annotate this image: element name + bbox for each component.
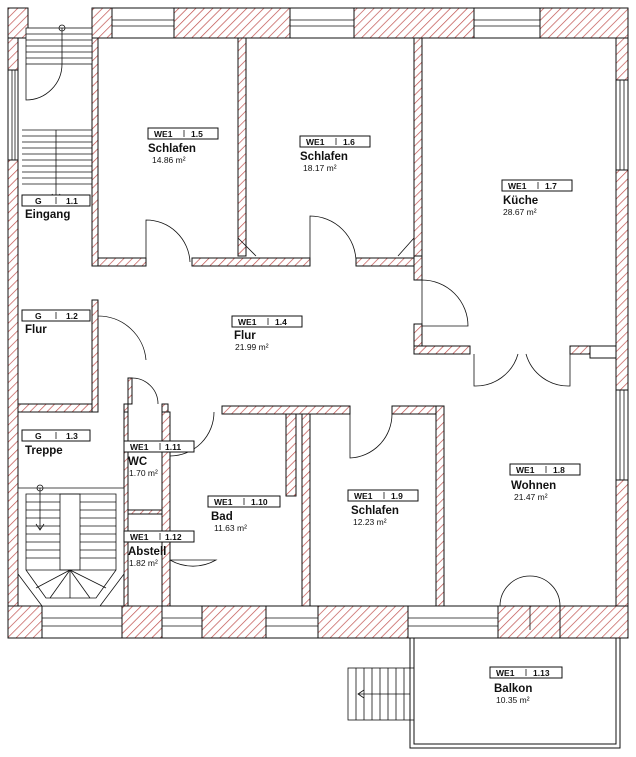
room-label-1-10: WE1 1.10 Bad 11.63 m² (207, 495, 281, 533)
room-area: 28.67 m² (503, 207, 537, 217)
room-label-1-8: WE1 1.8 Wohnen 21.47 m² (509, 463, 581, 502)
room-code-left: WE1 (508, 181, 527, 191)
window-lines (11, 19, 625, 627)
room-code-left: WE1 (214, 497, 233, 507)
room-code-left: G (35, 196, 42, 206)
room-code-right: 1.4 (275, 317, 287, 327)
room-code-right: 1.11 (165, 442, 181, 452)
room-code-right: 1.5 (191, 129, 203, 139)
room-code-right: 1.7 (545, 181, 557, 191)
room-code-right: 1.6 (343, 137, 355, 147)
room-label-1-4: WE1 1.4 Flur 21.99 m² (231, 315, 303, 352)
room-code-right: 1.1 (66, 196, 78, 206)
room-name: Balkon (494, 683, 532, 695)
room-label-1-12: WE1 1.12 Abstell 1.82 m² (123, 530, 195, 568)
room-code-left: G (35, 311, 42, 321)
room-labels: WE1 1.5 Schlafen 14.86 m² WE1 1.6 Schlaf… (21, 127, 581, 705)
room-label-1-1: G 1.1 Eingang (21, 194, 91, 221)
room-code-right: 1.2 (66, 311, 78, 321)
room-area: 11.63 m² (214, 523, 247, 533)
room-code-right: 1.10 (251, 497, 268, 507)
exterior-walls (7, 7, 629, 639)
door-swings (97, 215, 571, 630)
room-label-1-2: G 1.2 Flur (21, 309, 91, 336)
room-code-left: WE1 (154, 129, 173, 139)
room-label-1-6: WE1 1.6 Schlafen 18.17 m² (299, 135, 371, 173)
room-area: 18.17 m² (303, 163, 337, 173)
room-label-1-9: WE1 1.9 Schlafen 12.23 m² (347, 489, 419, 527)
room-name: Treppe (25, 445, 63, 457)
room-label-1-11: WE1 1.11 WC 1.70 m² (123, 440, 195, 478)
room-code-left: WE1 (238, 317, 257, 327)
room-name: Flur (25, 324, 47, 336)
room-name: Schlafen (351, 505, 399, 517)
room-code-left: WE1 (130, 532, 149, 542)
room-code-left: WE1 (516, 465, 535, 475)
room-name: WC (128, 456, 147, 468)
room-area: 12.23 m² (353, 517, 387, 527)
room-area: 1.82 m² (129, 558, 158, 568)
room-code-right: 1.12 (165, 532, 182, 542)
room-code-left: G (35, 431, 42, 441)
room-area: 1.70 m² (129, 468, 158, 478)
room-name: Schlafen (300, 151, 348, 163)
room-label-1-7: WE1 1.7 Küche 28.67 m² (501, 179, 573, 217)
stair-top (22, 24, 93, 201)
room-code-left: WE1 (354, 491, 373, 501)
room-name: Schlafen (148, 143, 196, 155)
room-code-right: 1.13 (533, 668, 550, 678)
room-label-1-3: G 1.3 Treppe (21, 429, 91, 457)
stair-balcony (347, 667, 415, 721)
room-name: Wohnen (511, 480, 556, 492)
room-code-left: WE1 (130, 442, 149, 452)
room-area: 21.47 m² (514, 492, 548, 502)
room-name: Küche (503, 195, 538, 207)
room-label-1-5: WE1 1.5 Schlafen 14.86 m² (147, 127, 219, 165)
room-area: 10.35 m² (496, 695, 530, 705)
balcony-outline (409, 638, 621, 749)
room-name: Flur (234, 330, 256, 342)
room-code-left: WE1 (496, 668, 515, 678)
room-code-right: 1.9 (391, 491, 403, 501)
room-name: Eingang (25, 209, 70, 221)
room-area: 14.86 m² (152, 155, 186, 165)
room-area: 21.99 m² (235, 342, 269, 352)
room-code-left: WE1 (306, 137, 325, 147)
room-label-1-13: WE1 1.13 Balkon 10.35 m² (489, 666, 563, 705)
room-name: Bad (211, 511, 233, 523)
stair-spiral (17, 484, 125, 607)
room-code-right: 1.3 (66, 431, 78, 441)
room-code-right: 1.8 (553, 465, 565, 475)
room-name: Abstell (128, 546, 166, 558)
